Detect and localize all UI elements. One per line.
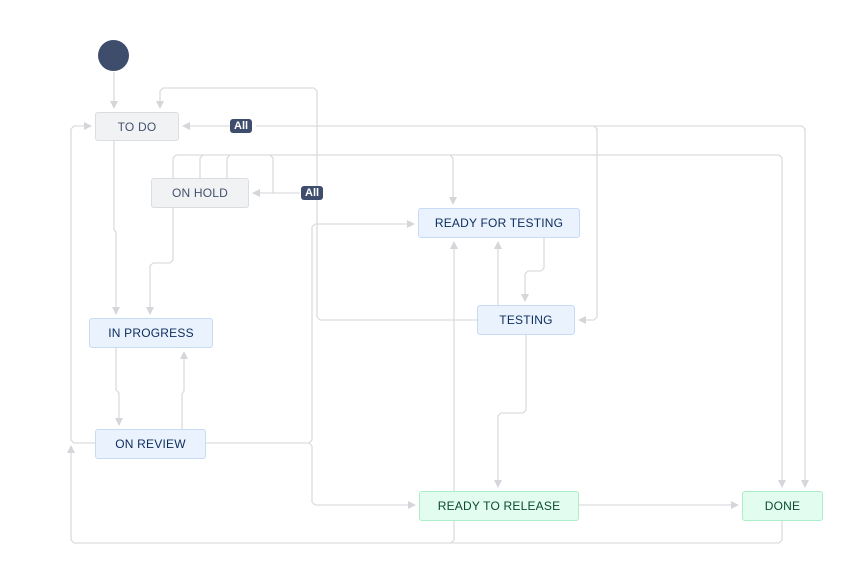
transition-on-hold-to-done[interactable] <box>226 154 786 488</box>
transition-todo-to-done[interactable] <box>256 125 809 488</box>
start-node[interactable] <box>98 40 129 71</box>
global-transition-badge-todo[interactable]: All <box>230 119 253 133</box>
status-done-label: DONE <box>764 499 801 513</box>
status-testing-label: TESTING <box>499 313 553 327</box>
transition-in-progress-to-on-review[interactable] <box>115 348 123 426</box>
transition-ready-to-release-to-bottom[interactable] <box>450 521 455 544</box>
status-todo[interactable]: TO DO <box>95 112 179 141</box>
status-ready-for-testing-label: READY FOR TESTING <box>434 216 564 230</box>
transition-on-hold-to-in-progress[interactable] <box>146 208 174 315</box>
transition-testing-to-ready-to-release[interactable] <box>494 335 527 488</box>
status-on-review[interactable]: ON REVIEW <box>95 429 206 459</box>
status-done[interactable]: DONE <box>742 491 823 521</box>
status-in-progress-label: IN PROGRESS <box>108 326 194 340</box>
transition-on-review-to-ready-for-testing[interactable] <box>206 220 415 444</box>
status-ready-to-release[interactable]: READY TO RELEASE <box>419 491 579 521</box>
transition-ready-for-testing-to-testing[interactable] <box>521 238 545 302</box>
transition-testing-to-todo[interactable] <box>156 87 477 321</box>
status-ready-to-release-label: READY TO RELEASE <box>437 499 561 513</box>
status-testing[interactable]: TESTING <box>477 305 575 335</box>
status-on-review-label: ON REVIEW <box>115 437 186 451</box>
status-on-hold-label: ON HOLD <box>171 186 229 200</box>
transition-on-hold-loop-a[interactable] <box>172 154 274 194</box>
global-transition-badge-on-hold[interactable]: All <box>301 186 324 200</box>
transition-on-review-to-in-progress[interactable] <box>180 351 188 429</box>
transition-on-review-to-todo[interactable] <box>70 122 95 444</box>
status-in-progress[interactable]: IN PROGRESS <box>89 318 213 348</box>
transition-todo-to-in-progress[interactable] <box>112 141 120 315</box>
status-todo-label: TO DO <box>117 119 157 134</box>
status-on-hold[interactable]: ON HOLD <box>151 178 249 208</box>
status-ready-for-testing[interactable]: READY FOR TESTING <box>418 208 580 238</box>
transition-on-review-to-ready-to-release[interactable] <box>206 442 416 509</box>
transition-done-to-todo[interactable] <box>67 445 783 544</box>
